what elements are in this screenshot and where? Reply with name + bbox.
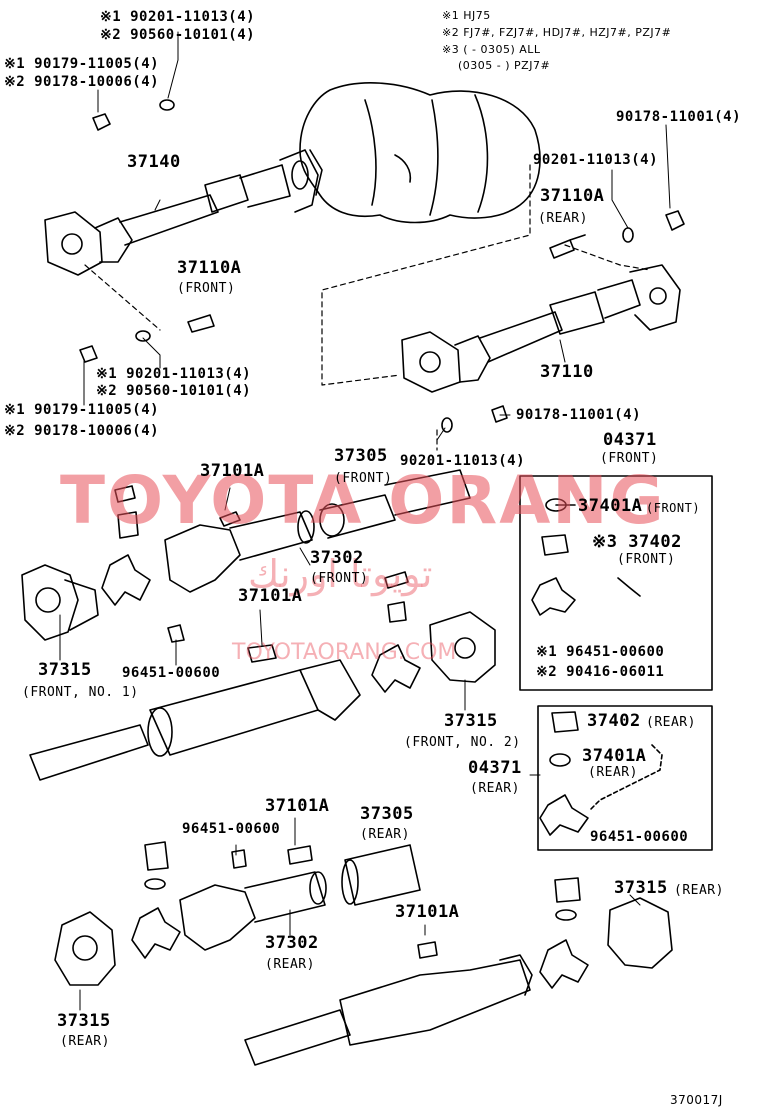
rear-propeller-shaft-37110 <box>401 264 681 393</box>
label-96451-3: 96451-00600 <box>182 821 281 837</box>
note-3b: (0305 - ) PZJ7# <box>458 59 551 72</box>
label-front-no2: (FRONT, NO. 2) <box>404 735 521 750</box>
rear-shaft-assembly <box>54 841 673 1066</box>
label-37401a-front: 37401A <box>578 496 643 516</box>
label-front-tag-4: (FRONT) <box>646 501 701 515</box>
label-front-tag-2: (FRONT) <box>600 451 659 466</box>
label-left-2: ※2 90178-10006(4) <box>4 74 160 90</box>
label-rear-tag-3: (REAR) <box>588 765 638 780</box>
callout-leaders <box>59 31 671 1011</box>
label-90178-11001-top: 90178-11001(4) <box>616 109 742 125</box>
label-low-1: ※1 90179-11005(4) <box>4 402 160 418</box>
label-37110a-front: 37110A <box>177 258 242 278</box>
label-37140: 37140 <box>127 152 181 172</box>
note-1: ※1 HJ75 <box>442 9 491 22</box>
label-37302-front: 37302 <box>310 548 364 568</box>
label-37315-front2: 37315 <box>444 711 498 731</box>
label-37402-rear: 37402 <box>587 711 641 731</box>
label-37402-front: ※3 37402 <box>592 532 682 552</box>
label-kit-2: ※2 90416-06011 <box>536 664 665 680</box>
label-37101a-4: 37101A <box>395 902 460 922</box>
note-2: ※2 FJ7#, FZJ7#, HDJ7#, HZJ7#, PZJ7# <box>442 26 672 39</box>
figure-code: 370017J <box>670 1093 723 1107</box>
label-left-1: ※1 90179-11005(4) <box>4 56 160 72</box>
label-37305-rear: 37305 <box>360 804 414 824</box>
label-rear-tag-1: (REAR) <box>538 211 588 226</box>
label-37401a-rear: 37401A <box>582 746 647 766</box>
kit-box-rear <box>537 705 713 851</box>
watermark-arabic: تويوتا اورنك <box>248 552 433 596</box>
label-37101a-3: 37101A <box>265 796 330 816</box>
label-37101a-2: 37101A <box>238 586 303 606</box>
transmission-housing <box>299 82 541 224</box>
label-front-tag-3: (FRONT) <box>334 471 393 486</box>
front-shaft-assembly <box>21 469 496 781</box>
label-37315-rear-left: 37315 <box>57 1011 111 1031</box>
label-90201-right: 90201-11013(4) <box>533 152 659 168</box>
watermark-brand: TOYOTA ORANG <box>60 462 666 539</box>
note-3a: ※3 ( - 0305) ALL <box>442 43 541 56</box>
watermark-url: TOYOTAORANG.COM <box>232 640 457 665</box>
label-mid-2: ※2 90560-10101(4) <box>96 383 252 399</box>
label-90201-mid: 90201-11013(4) <box>400 453 526 469</box>
label-96451-1: 96451-00600 <box>122 665 221 681</box>
label-rear-tag-8: (REAR) <box>60 1034 110 1049</box>
label-37110: 37110 <box>540 362 594 382</box>
label-96451-2: 96451-00600 <box>590 829 689 845</box>
label-top-2: ※2 90560-10101(4) <box>100 27 256 43</box>
label-front-no1: (FRONT, NO. 1) <box>22 685 139 700</box>
label-37315-rear-right: 37315 <box>614 878 668 898</box>
label-04371-rear: 04371 <box>468 758 522 778</box>
label-rear-tag-2: (REAR) <box>646 715 696 730</box>
label-37315-front1: 37315 <box>38 660 92 680</box>
label-front-tag-6: (FRONT) <box>310 571 369 586</box>
front-propeller-shaft-37140 <box>44 149 323 276</box>
label-front-tag-1: (FRONT) <box>177 281 236 296</box>
label-low-2: ※2 90178-10006(4) <box>4 423 160 439</box>
label-rear-tag-7: (REAR) <box>674 883 724 898</box>
kit-box-front <box>519 475 713 691</box>
label-kit-1: ※1 96451-00600 <box>536 644 665 660</box>
label-37305-front: 37305 <box>334 446 388 466</box>
label-37302-rear: 37302 <box>265 933 319 953</box>
label-37101a-1: 37101A <box>200 461 265 481</box>
label-04371-front: 04371 <box>603 430 657 450</box>
label-mid-1: ※1 90201-11013(4) <box>96 366 252 382</box>
label-front-tag-5: (FRONT) <box>617 552 676 567</box>
label-37110a-rear: 37110A <box>540 186 605 206</box>
label-rear-tag-6: (REAR) <box>265 957 315 972</box>
label-90178-11001-mid: 90178-11001(4) <box>516 407 642 423</box>
label-rear-tag-5: (REAR) <box>360 827 410 842</box>
label-top-1: ※1 90201-11013(4) <box>100 9 256 25</box>
label-rear-tag-4: (REAR) <box>470 781 520 796</box>
